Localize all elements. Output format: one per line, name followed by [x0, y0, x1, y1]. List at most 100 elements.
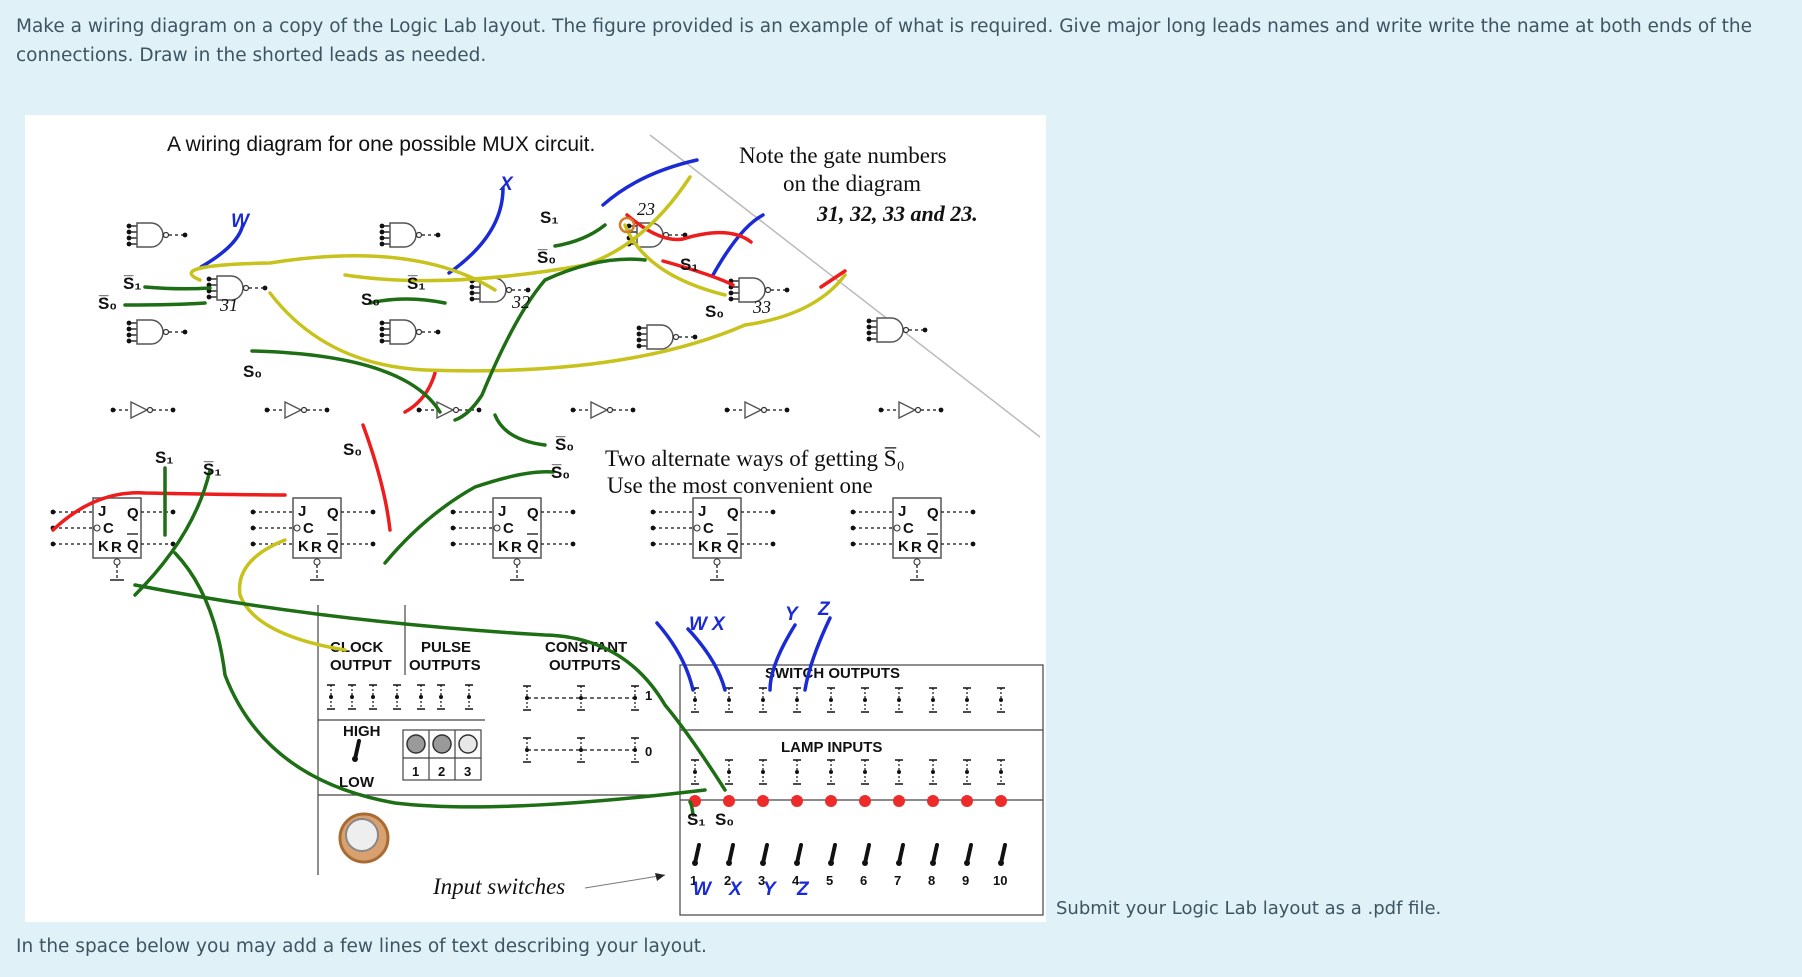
gate-number-33: 33	[752, 297, 771, 317]
submit-instruction: Submit your Logic Lab layout as a .pdf f…	[1056, 898, 1442, 919]
wire-y-switch	[768, 623, 797, 692]
svg-text:1: 1	[412, 764, 419, 779]
input-switch-10[interactable]	[996, 843, 1007, 868]
jk-flip-flop	[449, 497, 577, 581]
lamp-2	[723, 795, 735, 807]
label-s0-32: S₀	[361, 290, 380, 309]
wire-yellow-4	[623, 223, 727, 297]
svg-text:3: 3	[758, 873, 765, 888]
input-switch-toggles	[690, 843, 1007, 868]
lamp-3	[757, 795, 769, 807]
wiring-diagram-svg: J C K R Q Q A wiring diagram for one p	[49, 133, 1044, 916]
wire-s1-bar	[143, 285, 212, 291]
wire-s0-bar	[123, 301, 207, 307]
nand-gate	[127, 320, 188, 344]
wire-x	[447, 186, 505, 275]
lamp-7	[893, 795, 905, 807]
inverter	[109, 401, 177, 419]
label-y-switch: Y	[763, 879, 778, 900]
wire-w-switch	[655, 621, 695, 692]
svg-text:6: 6	[860, 873, 867, 888]
input-switch-6[interactable]	[860, 843, 871, 868]
svg-text:PULSE: PULSE	[421, 639, 471, 656]
jk-flip-flop	[649, 497, 777, 581]
label-s0-lamp: S₀	[715, 810, 734, 829]
label-w: W	[231, 211, 251, 232]
svg-text:5: 5	[826, 873, 833, 888]
wire-s0-bar-out	[493, 413, 547, 447]
label-s0-ff: S₀	[343, 440, 362, 459]
gate-number-23: 23	[637, 199, 655, 219]
wire-s0-inverter	[250, 349, 442, 414]
input-switch-2[interactable]	[724, 843, 735, 868]
label-s0-bar-alt-1: S̅₀	[555, 435, 574, 454]
svg-text:4: 4	[792, 873, 800, 888]
svg-text:1: 1	[645, 688, 652, 703]
pulse-button-3[interactable]	[458, 734, 478, 754]
switch-lamp-panel: SWITCH OUTPUTS LAMP INPUTS	[432, 664, 1044, 916]
description-prompt: In the space below you may add a few lin…	[16, 936, 707, 957]
svg-text:8: 8	[928, 873, 935, 888]
high-low-switch[interactable]	[350, 739, 361, 764]
label-x-bottom: X	[711, 614, 726, 635]
input-switches-label: Input switches	[432, 874, 565, 899]
note-line-2: on the diagram	[783, 171, 921, 196]
input-switch-1[interactable]	[690, 843, 701, 868]
lamps	[689, 795, 1007, 807]
wire-yellow-3	[268, 273, 847, 373]
pulse-button-1[interactable]	[406, 734, 426, 754]
input-switch-3[interactable]	[758, 843, 769, 868]
wire-s1-bar-ff	[133, 468, 212, 597]
wire-s0-long	[453, 257, 647, 422]
pulse-button-2[interactable]	[432, 734, 452, 754]
svg-text:LAMP INPUTS: LAMP INPUTS	[781, 739, 882, 756]
wire-s0-bar-ff	[383, 470, 555, 565]
label-s0-bar-31: S̅₀	[98, 294, 117, 313]
label-y-bottom: Y	[785, 604, 800, 625]
svg-text:2: 2	[724, 873, 731, 888]
svg-text:LOW: LOW	[339, 774, 375, 791]
wire-s1-lamp	[173, 551, 707, 809]
input-switch-5[interactable]	[826, 843, 837, 868]
label-s0-bar-32: S̅₀	[537, 248, 556, 267]
wire-red-6	[51, 491, 287, 532]
input-switch-9[interactable]	[962, 843, 973, 868]
svg-text:HIGH: HIGH	[343, 723, 381, 740]
lamp-6	[859, 795, 871, 807]
svg-text:SWITCH OUTPUTS: SWITCH OUTPUTS	[765, 665, 900, 682]
svg-text:0: 0	[645, 744, 652, 759]
svg-text:9: 9	[962, 873, 969, 888]
diagonal-divider	[649, 134, 1041, 438]
alternate-note-1: Two alternate ways of getting S̅₀	[605, 446, 905, 471]
wire-yellow-5	[237, 538, 347, 652]
wire-red-1	[819, 269, 847, 289]
wire-red-3	[661, 259, 735, 287]
nand-gate	[867, 318, 928, 342]
input-switch-7[interactable]	[894, 843, 905, 868]
nand-gate	[380, 320, 441, 344]
constant-outputs: CONSTANT OUTPUTS 1 0	[522, 639, 652, 763]
wire-s0-lamp	[133, 583, 727, 792]
svg-text:CLOCK: CLOCK	[330, 639, 383, 656]
label-s0-inverter: S₀	[243, 362, 262, 381]
wires	[51, 158, 847, 817]
input-switch-4[interactable]	[792, 843, 803, 868]
svg-text:10: 10	[993, 873, 1007, 888]
gate-23-marker	[618, 216, 636, 234]
wire-yellow-1	[343, 175, 692, 283]
wire-yellow-2	[189, 254, 497, 292]
label-w-switch: W	[693, 879, 713, 900]
jk-flip-flop	[849, 497, 977, 581]
jk-flip-flop	[49, 497, 177, 581]
input-switch-8[interactable]	[928, 843, 939, 868]
label-x-switch: X	[728, 879, 743, 900]
jk-flip-flop	[249, 497, 377, 581]
inverter	[569, 401, 637, 419]
wire-red-4	[403, 371, 437, 414]
label-s0-bar-alt-2: S̅₀	[551, 463, 570, 482]
lamp-5	[825, 795, 837, 807]
wire-s1-23	[553, 223, 607, 248]
label-z-switch: Z	[796, 879, 810, 900]
nand-gate	[127, 223, 188, 247]
svg-text:OUTPUTS: OUTPUTS	[409, 657, 481, 674]
